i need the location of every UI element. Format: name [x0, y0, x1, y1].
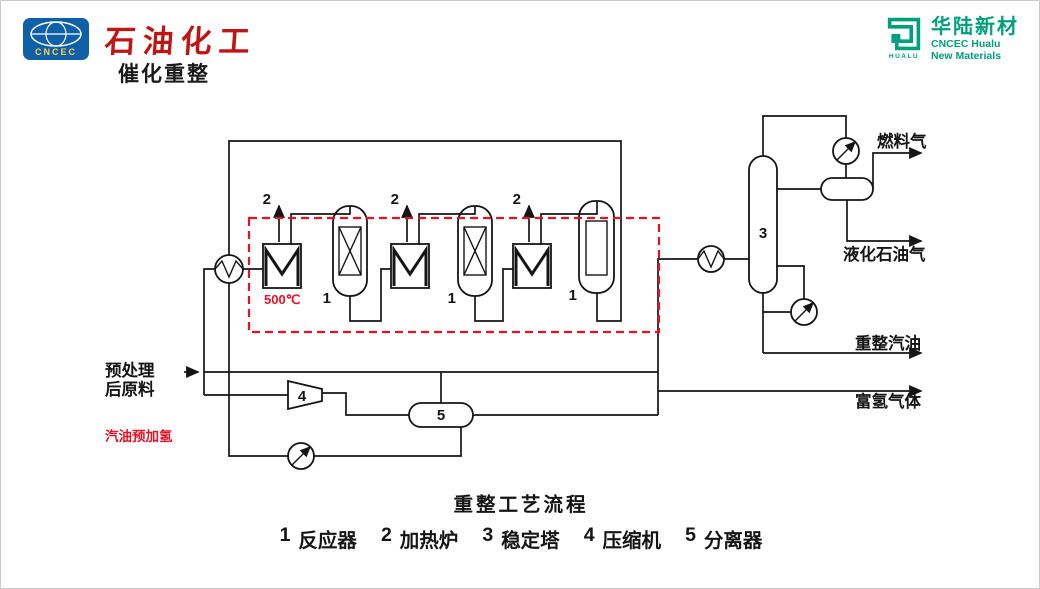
heat-exchanger-icon — [214, 254, 244, 284]
furnace-icon: 2 — [390, 191, 430, 289]
legend-item: 5 分离器 — [685, 524, 762, 553]
reactor-icon: 1 — [569, 200, 615, 304]
furnace-number-label: 2 — [513, 191, 521, 208]
legend-item: 1 反应器 — [280, 524, 357, 553]
output-gasoline-label: 重整汽油 — [855, 333, 921, 353]
legend-item-name: 稳定塔 — [501, 530, 560, 552]
diagram-caption: 重整工艺流程 — [453, 494, 589, 516]
legend-item-name: 压缩机 — [602, 530, 662, 552]
stabilizer-number-label: 3 — [759, 225, 767, 242]
legend-item-name: 反应器 — [298, 530, 357, 552]
hualu-en-line2: New Materials — [931, 50, 1002, 62]
pipes — [184, 115, 923, 457]
legend-item-number: 4 — [583, 524, 595, 546]
reactor-number-label: 1 — [448, 290, 456, 307]
legend: 1 反应器 2 加热炉 3 稳定塔 4 压缩机 5 分离器 — [280, 524, 763, 553]
reactor-icon: 1 — [448, 205, 493, 307]
reactor-icon: 1 — [323, 205, 368, 307]
legend-item: 4 压缩机 — [584, 524, 661, 553]
page-title: 催化重整 — [118, 63, 210, 86]
header-left: CNCEC 石油化工 — [23, 16, 258, 61]
legend-item-name: 加热炉 — [399, 530, 459, 552]
feed-label-line1: 预处理 — [105, 362, 155, 380]
hualu-en-line1: CNCEC Hualu — [931, 38, 1001, 50]
cooler-icon — [287, 442, 315, 470]
legend-item: 3 稳定塔 — [482, 524, 559, 553]
legend-item-number: 2 — [380, 524, 392, 546]
cncec-emblem-icon: CNCEC — [23, 17, 89, 60]
furnace-number-label: 2 — [263, 191, 271, 208]
reactor-number-label: 1 — [323, 290, 331, 307]
legend-item-number: 3 — [482, 524, 494, 546]
heat-exchanger-icon — [697, 245, 725, 273]
hualu-logo-icon — [887, 17, 921, 51]
legend-item-name: 分离器 — [703, 530, 763, 552]
furnace-number-label: 2 — [391, 191, 399, 208]
reactor-number-label: 1 — [569, 287, 577, 304]
separator-number-label: 5 — [437, 407, 445, 424]
separator-vessel: 5 — [408, 402, 474, 428]
reflux-drum — [820, 177, 874, 201]
furnace-icon: 2 — [512, 191, 552, 289]
reboiler-icon — [790, 298, 818, 326]
header-right: HUALU 华陆新材 CNCEC Hualu New Materials — [886, 16, 1019, 62]
output-hydrogen-label: 富氢气体 — [855, 391, 922, 411]
feed-label: 预处理 后原料 — [105, 362, 155, 400]
legend-item-number: 1 — [279, 524, 291, 546]
compressor-icon: 4 — [287, 379, 323, 411]
stabilizer-column: 3 — [748, 155, 778, 294]
legend-item: 2 加热炉 — [381, 524, 458, 553]
furnace-icon: 2 — [262, 191, 302, 289]
output-fuel-gas-label: 燃料气 — [877, 131, 927, 151]
hualu-icon-text: HUALU — [888, 53, 920, 60]
feed-note: 汽油预加氢 — [105, 429, 173, 444]
condenser-icon — [832, 137, 860, 165]
reactor-section-highlight: 500℃ — [247, 216, 661, 334]
output-lpg-label: 液化石油气 — [843, 244, 926, 264]
feed-label-line2: 后原料 — [105, 381, 155, 399]
cncec-emblem-text: CNCEC — [35, 47, 77, 57]
legend-item-number: 5 — [685, 524, 696, 546]
temperature-label: 500℃ — [264, 292, 300, 307]
compressor-number-label: 4 — [298, 388, 307, 405]
hualu-name: 华陆新材 — [931, 16, 1019, 38]
